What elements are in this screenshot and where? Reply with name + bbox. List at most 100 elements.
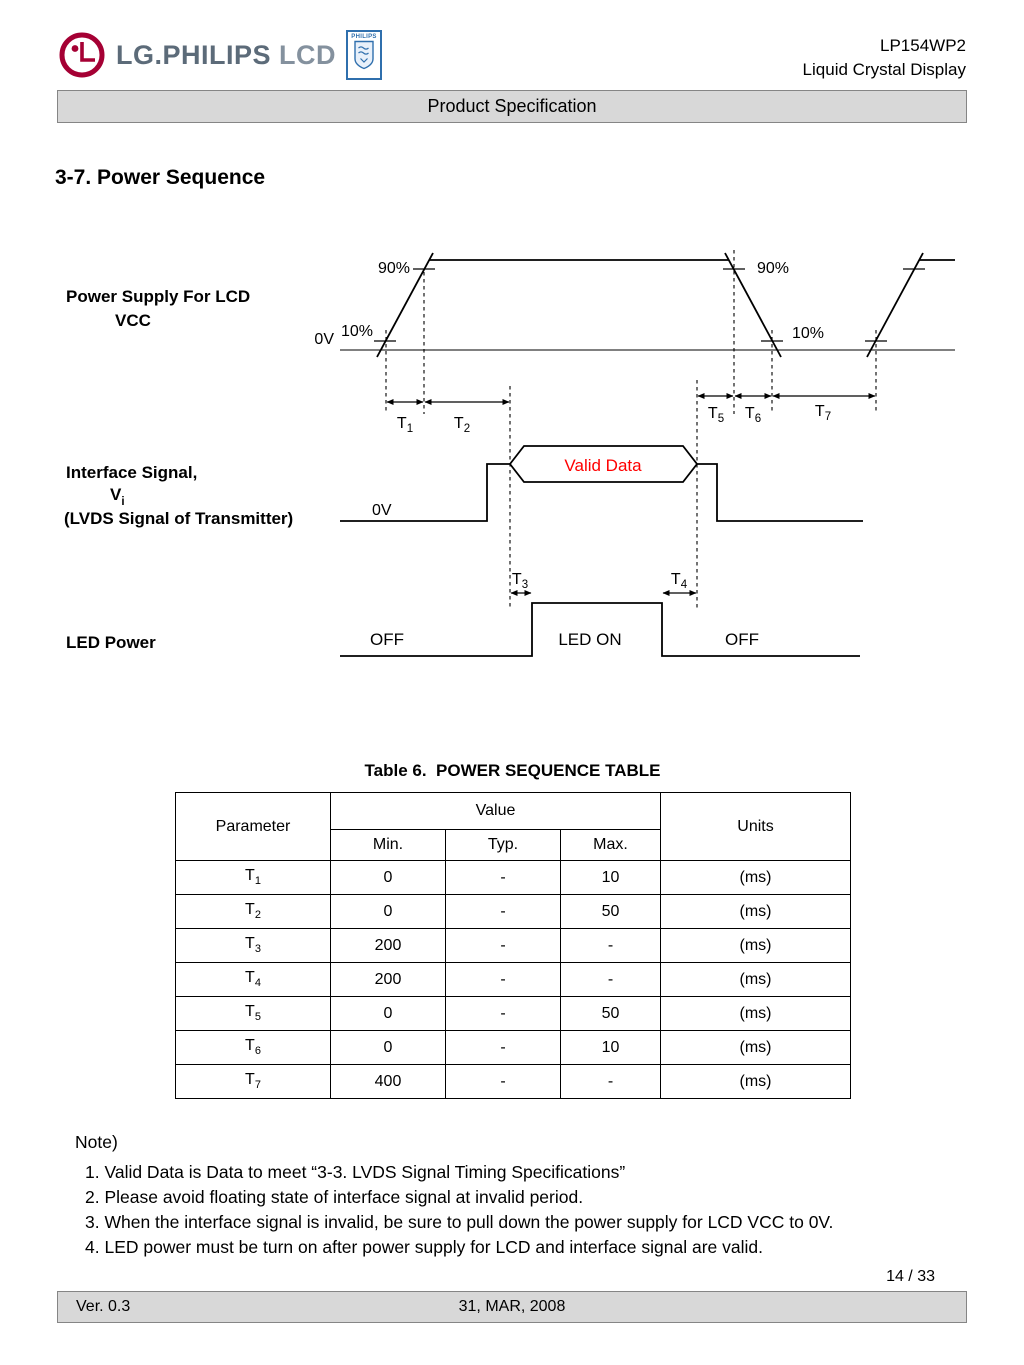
min-cell: 400: [330, 1064, 446, 1099]
table-row: T4 200 - - (ms): [175, 962, 851, 997]
table-row: T7 400 - - (ms): [175, 1064, 851, 1099]
label-90pct-left: 90%: [378, 260, 410, 277]
led-off-left-label: OFF: [370, 630, 404, 649]
param-cell: T2: [175, 894, 331, 929]
interface-label-1: Interface Signal,: [66, 463, 197, 482]
label-10pct-right: 10%: [792, 325, 824, 342]
param-cell: T4: [175, 962, 331, 997]
typ-cell: -: [445, 928, 561, 963]
param-cell: T3: [175, 928, 331, 963]
typ-cell: -: [445, 860, 561, 895]
t3-label: T3: [512, 571, 528, 591]
param-cell: T7: [175, 1064, 331, 1099]
notes-title: Note): [75, 1132, 118, 1152]
col-units: Units: [660, 792, 851, 861]
typ-cell: -: [445, 962, 561, 997]
param-cell: T6: [175, 1030, 331, 1065]
led-power-waveform: [340, 602, 860, 657]
table-row: T6 0 - 10 (ms): [175, 1030, 851, 1065]
max-cell: 10: [560, 1030, 661, 1065]
max-cell: -: [560, 962, 661, 997]
t7-label: T7: [815, 403, 831, 423]
min-cell: 200: [330, 928, 446, 963]
brand-main: LG.PHILIPS: [116, 39, 272, 70]
typ-cell: -: [445, 894, 561, 929]
min-cell: 200: [330, 962, 446, 997]
philips-wordmark: PHILIPS: [351, 34, 377, 40]
col-max: Max.: [560, 829, 661, 861]
units-cell: (ms): [660, 1030, 851, 1065]
power-sequence-table: Parameter Value Units Min. Typ. Max. T1 …: [175, 792, 851, 1099]
units-cell: (ms): [660, 1064, 851, 1099]
param-cell: T1: [175, 860, 331, 895]
model-number: LP154WP2: [880, 36, 966, 55]
lg-logo-icon: [59, 32, 105, 78]
param-cell: T5: [175, 996, 331, 1031]
table-row: T1 0 - 10 (ms): [175, 860, 851, 895]
page-number: 14 / 33: [886, 1268, 935, 1285]
valid-data-label: Valid Data: [564, 456, 642, 475]
units-cell: (ms): [660, 894, 851, 929]
table-row: T2 0 - 50 (ms): [175, 894, 851, 929]
spec-banner: Product Specification: [57, 90, 967, 123]
note-item: 1. Valid Data is Data to meet “3-3. LVDS…: [85, 1162, 626, 1182]
philips-crest-icon: [354, 40, 374, 70]
footer-bar: Ver. 0.3 31, MAR, 2008: [57, 1291, 967, 1323]
min-cell: 0: [330, 894, 446, 929]
label-10pct-left: 10%: [341, 323, 373, 340]
philips-emblem: PHILIPS: [346, 30, 383, 80]
label-0v-interface: 0V: [372, 502, 392, 519]
table-header-row-1: Parameter Value Units: [175, 792, 851, 861]
units-cell: (ms): [660, 928, 851, 963]
label-90pct-right: 90%: [757, 260, 789, 277]
vcc-label: VCC: [115, 311, 151, 330]
max-cell: -: [560, 928, 661, 963]
typ-cell: -: [445, 996, 561, 1031]
min-cell: 0: [330, 860, 446, 895]
col-typ: Typ.: [445, 829, 561, 861]
led-power-label: LED Power: [66, 633, 156, 652]
typ-cell: -: [445, 1064, 561, 1099]
interface-vi-label: Vi: [110, 485, 125, 508]
led-off-right-label: OFF: [725, 630, 759, 649]
col-value: Value: [330, 792, 661, 830]
led-on-label: LED ON: [558, 630, 621, 649]
min-cell: 0: [330, 996, 446, 1031]
brand-sub: LCD: [279, 39, 337, 70]
t4-label: T4: [671, 571, 688, 591]
col-min: Min.: [330, 829, 446, 861]
t1-label: T1: [397, 415, 413, 435]
table-title: Table 6. POWER SEQUENCE TABLE: [364, 761, 661, 780]
table-row: T3 200 - - (ms): [175, 928, 851, 963]
power-sequence-diagram: Power Supply For LCD VCC Interface Signa…: [64, 250, 955, 657]
notes-section: Note) 1. Valid Data is Data to meet “3-3…: [75, 1130, 833, 1260]
col-parameter: Parameter: [175, 792, 331, 861]
section-title: 3-7. Power Sequence: [55, 166, 266, 189]
supply-label: Power Supply For LCD: [66, 287, 250, 306]
interface-label-2: (LVDS Signal of Transmitter): [64, 509, 293, 528]
max-cell: 50: [560, 996, 661, 1031]
note-item: 3. When the interface signal is invalid,…: [85, 1212, 834, 1232]
label-0v-vcc: 0V: [314, 331, 334, 348]
max-cell: 10: [560, 860, 661, 895]
min-cell: 0: [330, 1030, 446, 1065]
note-item: 4. LED power must be turn on after power…: [85, 1237, 763, 1257]
units-cell: (ms): [660, 996, 851, 1031]
product-type: Liquid Crystal Display: [802, 60, 966, 79]
t5-label: T5: [708, 405, 724, 425]
table-row: T5 0 - 50 (ms): [175, 996, 851, 1031]
t2-label: T2: [454, 415, 470, 435]
interface-low-left: [340, 463, 510, 522]
max-cell: 50: [560, 894, 661, 929]
t6-label: T6: [745, 405, 761, 425]
note-item: 2. Please avoid floating state of interf…: [85, 1187, 584, 1207]
units-cell: (ms): [660, 860, 851, 895]
footer-date: 31, MAR, 2008: [458, 1298, 566, 1315]
doc-header-right: LP154WP2 Liquid Crystal Display: [803, 34, 966, 82]
typ-cell: -: [445, 1030, 561, 1065]
max-cell: -: [560, 1064, 661, 1099]
footer-version: Ver. 0.3: [76, 1298, 131, 1315]
